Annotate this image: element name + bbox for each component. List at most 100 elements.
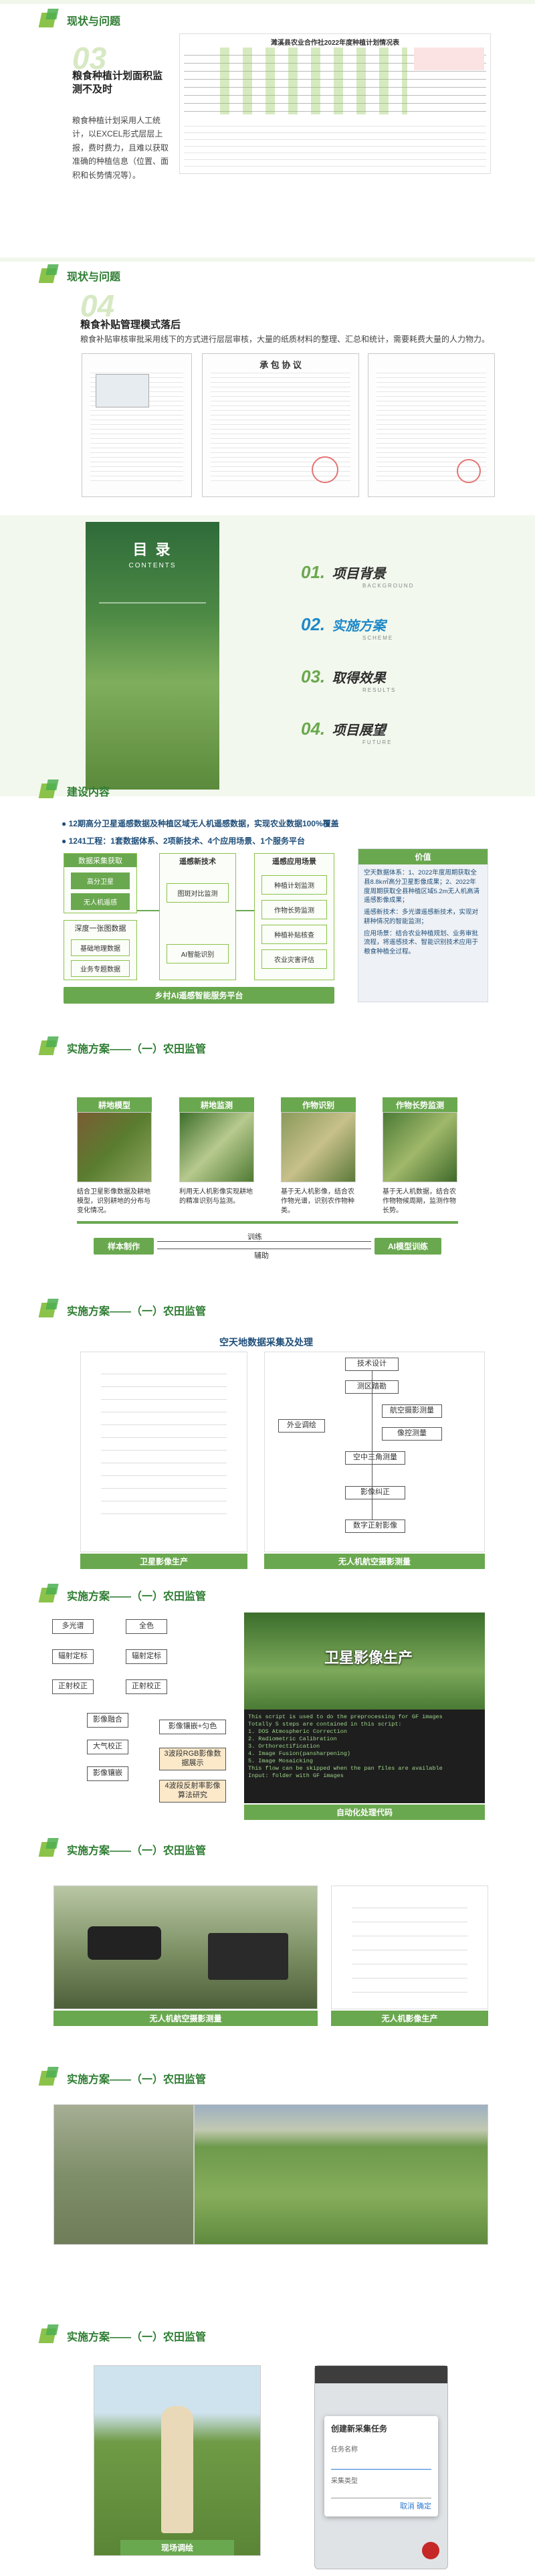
flow-step: 空中三角测量 xyxy=(345,1451,405,1465)
contents-title: 目 录 xyxy=(132,541,173,558)
farmland-aerial-image xyxy=(281,1112,356,1182)
col1b-item: 基础地理数据 xyxy=(71,939,130,956)
section-header: 实施方案——（一）农田监管 xyxy=(40,2067,206,2089)
value-panel: 价值 空天数据体系：1、2022年度周期获取全县8.8k㎡高分卫星影像成果；2、… xyxy=(358,848,488,1002)
col3-item: 农业灾害评估 xyxy=(261,949,327,969)
point-text: 1241工程：1套数据体系、2项新技术、4个应用场景、1个服务平台 xyxy=(68,836,305,846)
section-logo-icon xyxy=(40,264,63,287)
item-label: 实施方案 xyxy=(332,619,386,634)
add-fab-icon[interactable] xyxy=(422,2542,439,2559)
drone-photo xyxy=(54,1885,318,2009)
flowchart-detail xyxy=(101,1362,227,1525)
survey-caption: 现场调绘 xyxy=(120,2540,234,2555)
task-name-input[interactable] xyxy=(331,2458,431,2470)
section-logo-icon xyxy=(40,2067,63,2090)
table-highlight xyxy=(207,48,407,114)
code-line: Totally 5 steps are contained in this sc… xyxy=(248,1721,402,1728)
code-line: 2. Radiometric Calibration xyxy=(248,1736,337,1743)
section-header: 实施方案——（一）农田监管 xyxy=(40,1584,206,1606)
oblique-aerial-image xyxy=(54,2104,194,2245)
code-line: This script is used to do the preprocess… xyxy=(248,1714,443,1720)
section-title: 实施方案——（一）农田监管 xyxy=(67,1306,207,1317)
field-label: 任务名称 xyxy=(331,2446,358,2454)
red-stamp xyxy=(312,456,338,483)
flow-node: 辐射定标 xyxy=(52,1649,94,1664)
step-label: 耕地模型 xyxy=(77,1097,152,1113)
divider xyxy=(99,602,206,604)
step-label: 耕地监测 xyxy=(179,1097,254,1113)
item-number: 01. xyxy=(301,562,326,582)
item-en: FUTURE xyxy=(362,739,393,745)
code-line: 1. DOS Atmospheric Correction xyxy=(248,1728,347,1736)
left-caption: 无人机航空摄影测量 xyxy=(54,2011,318,2026)
section-header: 建设内容 xyxy=(40,780,110,802)
plan-table-image: 濉溪县农业合作社2022年度种植计划情况表 xyxy=(179,33,491,174)
col2-box: 遥感新技术 图斑对比监测 AI智能识别 xyxy=(159,853,236,980)
col3-item: 种植计划监测 xyxy=(261,875,327,895)
problem-heading: 粮食种植计划面积监测不及时 xyxy=(72,70,163,96)
flow-node: 3波段RGB影像数据展示 xyxy=(159,1748,226,1770)
platform-bar: 乡村AI遥感智能服务平台 xyxy=(64,987,334,1004)
col1-title: 数据采集获取 xyxy=(64,854,136,867)
section-logo-icon xyxy=(40,2324,63,2347)
step-text: 基于无人机数据，结合农作物物候周期，监测作物长势。 xyxy=(383,1188,456,1214)
flow-node: 辐射定标 xyxy=(126,1649,167,1664)
farmland-panorama-image xyxy=(194,2104,488,2245)
id-card-scan xyxy=(82,353,192,497)
flow-node: 全色 xyxy=(126,1619,167,1634)
col3-item: 作物长势监测 xyxy=(261,900,327,919)
problem-heading: 粮食补贴管理模式落后 xyxy=(80,319,181,331)
col3-item: 种植补贴核查 xyxy=(261,925,327,944)
field-label: 采集类型 xyxy=(331,2478,358,2485)
farmland-aerial-image xyxy=(77,1112,152,1182)
section-title: 实施方案——（一）农田监管 xyxy=(67,1591,207,1602)
flow-node: 正射校正 xyxy=(126,1679,167,1694)
contents-item[interactable]: 04. 项目展望 FUTURE xyxy=(301,719,392,745)
heading: 空天地数据采集及处理 xyxy=(219,1337,313,1348)
right-caption: 无人机影像生产 xyxy=(331,2011,488,2026)
section-header: 实施方案——（一）农田监管 xyxy=(40,1299,206,1321)
flow-step: 航空摄影测量 xyxy=(382,1404,442,1418)
ai-training-button[interactable]: AI模型训练 xyxy=(374,1238,441,1255)
contents-landscape-image: 目 录 CONTENTS xyxy=(86,522,219,790)
item-en: BACKGROUND xyxy=(362,583,415,589)
table-note-cell xyxy=(414,48,484,70)
item-number: 04. xyxy=(301,719,326,739)
farmland-aerial-image xyxy=(179,1112,254,1182)
field-survey-photo xyxy=(94,2365,261,2556)
section-title: 现状与问题 xyxy=(67,272,121,283)
item-number: 02. xyxy=(301,614,326,634)
sample-making-button[interactable]: 样本制作 xyxy=(94,1238,154,1255)
value-para: 空天数据体系：1、2022年度周期获取全县8.8k㎡高分卫星影像成果；2、202… xyxy=(364,869,480,905)
contents-item[interactable]: 01. 项目背景 BACKGROUND xyxy=(301,562,414,589)
section-title: 实施方案——（一）农田监管 xyxy=(67,2332,207,2343)
col1b-item: 业务专题数据 xyxy=(71,960,130,977)
create-task-dialog: 创建新采集任务 任务名称 采集类型 取消 确定 xyxy=(324,2416,438,2516)
task-type-select[interactable] xyxy=(331,2486,431,2498)
flow-node: 影像镶嵌+匀色 xyxy=(159,1720,226,1734)
section-header: 现状与问题 xyxy=(40,265,120,286)
flow-node: 影像镶嵌 xyxy=(87,1766,128,1781)
section-header: 实施方案——（一）农田监管 xyxy=(40,1037,206,1059)
flow-node: 正射校正 xyxy=(52,1679,94,1694)
problem-body: 粮食补贴审核审批采用线下的方式进行层层审核，大量的纸质材料的整理、汇总和统计，需… xyxy=(80,335,490,344)
step-label: 作物长势监测 xyxy=(383,1097,457,1113)
drone-icon xyxy=(88,1926,161,1960)
code-line: 5. Image Mosaicking xyxy=(248,1758,313,1765)
value-title: 价值 xyxy=(358,849,488,864)
item-en: RESULTS xyxy=(362,687,397,693)
flow-node: 影像融合 xyxy=(87,1713,128,1728)
build-point-1: ● 12期高分卫星遥感数据及种植区域无人机遥感数据，实现农业数据100%覆盖 xyxy=(62,819,339,828)
col1-item: 高分卫星 xyxy=(71,872,130,889)
col3-title: 遥感应用场景 xyxy=(272,858,316,866)
item-label: 取得效果 xyxy=(332,671,386,686)
item-en: SCHEME xyxy=(362,635,394,641)
section-header: 现状与问题 xyxy=(40,9,120,31)
contents-item[interactable]: 03. 取得效果 RESULTS xyxy=(301,666,396,693)
app-header xyxy=(315,2366,447,2383)
code-line: Input: folder with GF images xyxy=(248,1772,344,1780)
col2-item: 图斑对比监测 xyxy=(167,883,229,903)
contents-item[interactable]: 02. 实施方案 SCHEME xyxy=(301,614,393,641)
contract-scan: 承 包 协 议 xyxy=(202,353,359,497)
dialog-actions[interactable]: 取消 确定 xyxy=(399,2502,431,2510)
